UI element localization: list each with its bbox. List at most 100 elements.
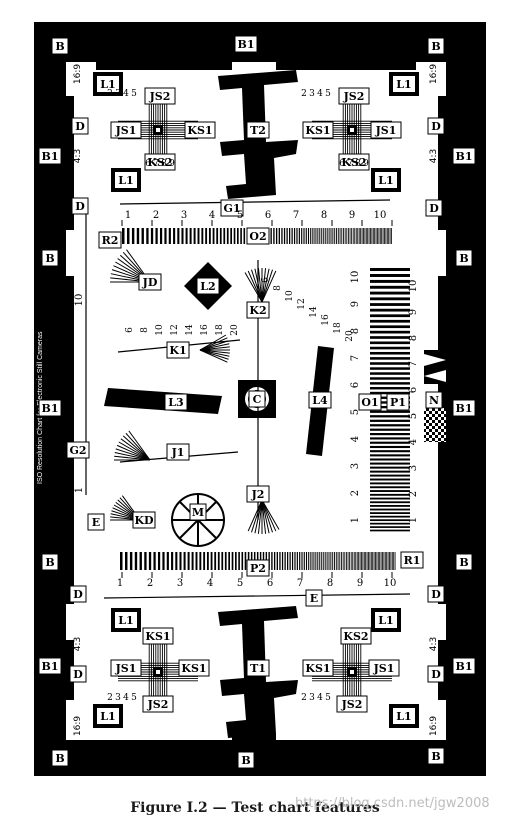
svg-text:L1: L1 [396, 78, 411, 91]
scale-js-number: 4 [317, 693, 323, 703]
svg-text:O2: O2 [249, 230, 266, 243]
scale-k2-number: 14 [309, 306, 319, 318]
svg-text:B: B [459, 556, 468, 569]
svg-text:B: B [459, 252, 468, 265]
scale-k1-number: 6 [125, 327, 135, 333]
scale-g2-number: 1 [74, 487, 85, 493]
scale-o2-number: 5 [237, 210, 243, 221]
box-b1: B1 [38, 399, 62, 417]
scale-js-number: 6 [145, 159, 151, 169]
scale-k2-number: 10 [285, 290, 295, 302]
svg-text:KS1: KS1 [305, 124, 330, 137]
scale-js-number: 2 [301, 693, 307, 703]
box-b1: B1 [452, 657, 476, 675]
box-b: B [41, 553, 59, 571]
svg-text:N: N [429, 394, 439, 407]
scale-o1-number: 10 [350, 271, 361, 284]
svg-text:L1: L1 [100, 78, 115, 91]
box-b1: B1 [38, 657, 62, 675]
scale-p2-number: 6 [267, 578, 273, 589]
box-t2: T2 [246, 121, 270, 139]
box-l1: L1 [93, 72, 123, 96]
scale-js-number: 2 [107, 89, 113, 99]
box-g1: G1 [220, 199, 244, 217]
scale-js-number: 4 [123, 89, 129, 99]
svg-text:L4: L4 [312, 394, 328, 407]
scale-p2-number: 1 [117, 578, 123, 589]
box-ks2: KS2 [144, 153, 176, 171]
box-d: D [69, 665, 87, 683]
scale-k1-number: 14 [185, 324, 195, 336]
svg-text:KS1: KS1 [187, 124, 212, 137]
box-l1: L1 [111, 608, 141, 632]
box-l1: L1 [111, 168, 141, 192]
box-n: N [425, 391, 443, 409]
svg-text:G2: G2 [69, 444, 86, 457]
svg-text:JS2: JS2 [149, 90, 171, 103]
box-b: B [237, 751, 255, 769]
svg-text:L2: L2 [200, 280, 215, 293]
scale-o1-number: 4 [350, 436, 361, 442]
scale-js-number: 8 [355, 763, 361, 773]
box-l2: L2 [196, 277, 220, 295]
scale-js-number: 7 [347, 159, 353, 169]
scale-js-number: 9 [169, 763, 175, 773]
box-js2: JS2 [336, 695, 368, 713]
box-ks1: KS1 [302, 121, 334, 139]
box-js1: JS1 [370, 121, 402, 139]
svg-text:B1: B1 [456, 150, 473, 163]
box-l1: L1 [371, 168, 401, 192]
box-g2: G2 [66, 441, 90, 459]
scale-p2-number: 5 [237, 578, 243, 589]
aspect-label: 16:9 [73, 64, 83, 84]
aspect-label: 16:9 [73, 716, 83, 736]
scale-p1-number: 7 [408, 361, 419, 367]
scale-p1-number: 6 [408, 387, 419, 393]
scale-k2-number: 6 [261, 277, 271, 283]
svg-text:B: B [241, 754, 250, 767]
svg-text:KS1: KS1 [305, 662, 330, 675]
box-j1: J1 [166, 443, 190, 461]
scale-p1-number: 2 [408, 491, 419, 497]
scale-js-number: 8 [161, 763, 167, 773]
aspect-label: 4:3 [429, 637, 439, 651]
bars-o1-p1 [370, 268, 410, 532]
box-m: M [189, 503, 207, 521]
svg-text:KS2: KS2 [343, 630, 368, 643]
scale-p1-number: 10 [408, 280, 419, 293]
box-p1: P1 [386, 393, 410, 411]
svg-text:B1: B1 [42, 402, 59, 415]
svg-text:JS2: JS2 [343, 90, 365, 103]
scale-k1-number: 8 [140, 327, 150, 333]
box-ks1: KS1 [142, 627, 174, 645]
scale-o2-number: 10 [374, 210, 387, 221]
scale-js-number: 5 [325, 693, 331, 703]
svg-text:JS1: JS1 [375, 124, 397, 137]
scale-p1-number: 9 [408, 309, 419, 315]
aspect-label: 4:3 [73, 149, 83, 163]
box-l1: L1 [371, 608, 401, 632]
svg-text:E: E [92, 516, 100, 529]
aspect-label: 4:3 [429, 149, 439, 163]
box-e: E [87, 513, 105, 531]
scale-p2-number: 3 [177, 578, 183, 589]
svg-text:B1: B1 [456, 660, 473, 673]
scale-k2-number: 16 [321, 314, 331, 326]
svg-text:D: D [431, 120, 441, 133]
svg-text:L1: L1 [118, 614, 133, 627]
scale-js-number: 8 [161, 159, 167, 169]
box-k1: K1 [166, 341, 190, 359]
svg-text:B: B [45, 252, 54, 265]
scale-g2-number: 10 [74, 294, 85, 307]
scale-js-number: 5 [325, 89, 331, 99]
scale-js-number: 4 [123, 693, 129, 703]
svg-text:L1: L1 [378, 614, 393, 627]
box-t1: T1 [246, 659, 270, 677]
box-b1: B1 [452, 399, 476, 417]
n-pattern [424, 350, 446, 442]
svg-text:M: M [192, 506, 204, 519]
scale-k1-number: 20 [230, 324, 240, 336]
box-d: D [427, 585, 445, 603]
box-b: B [427, 747, 445, 765]
